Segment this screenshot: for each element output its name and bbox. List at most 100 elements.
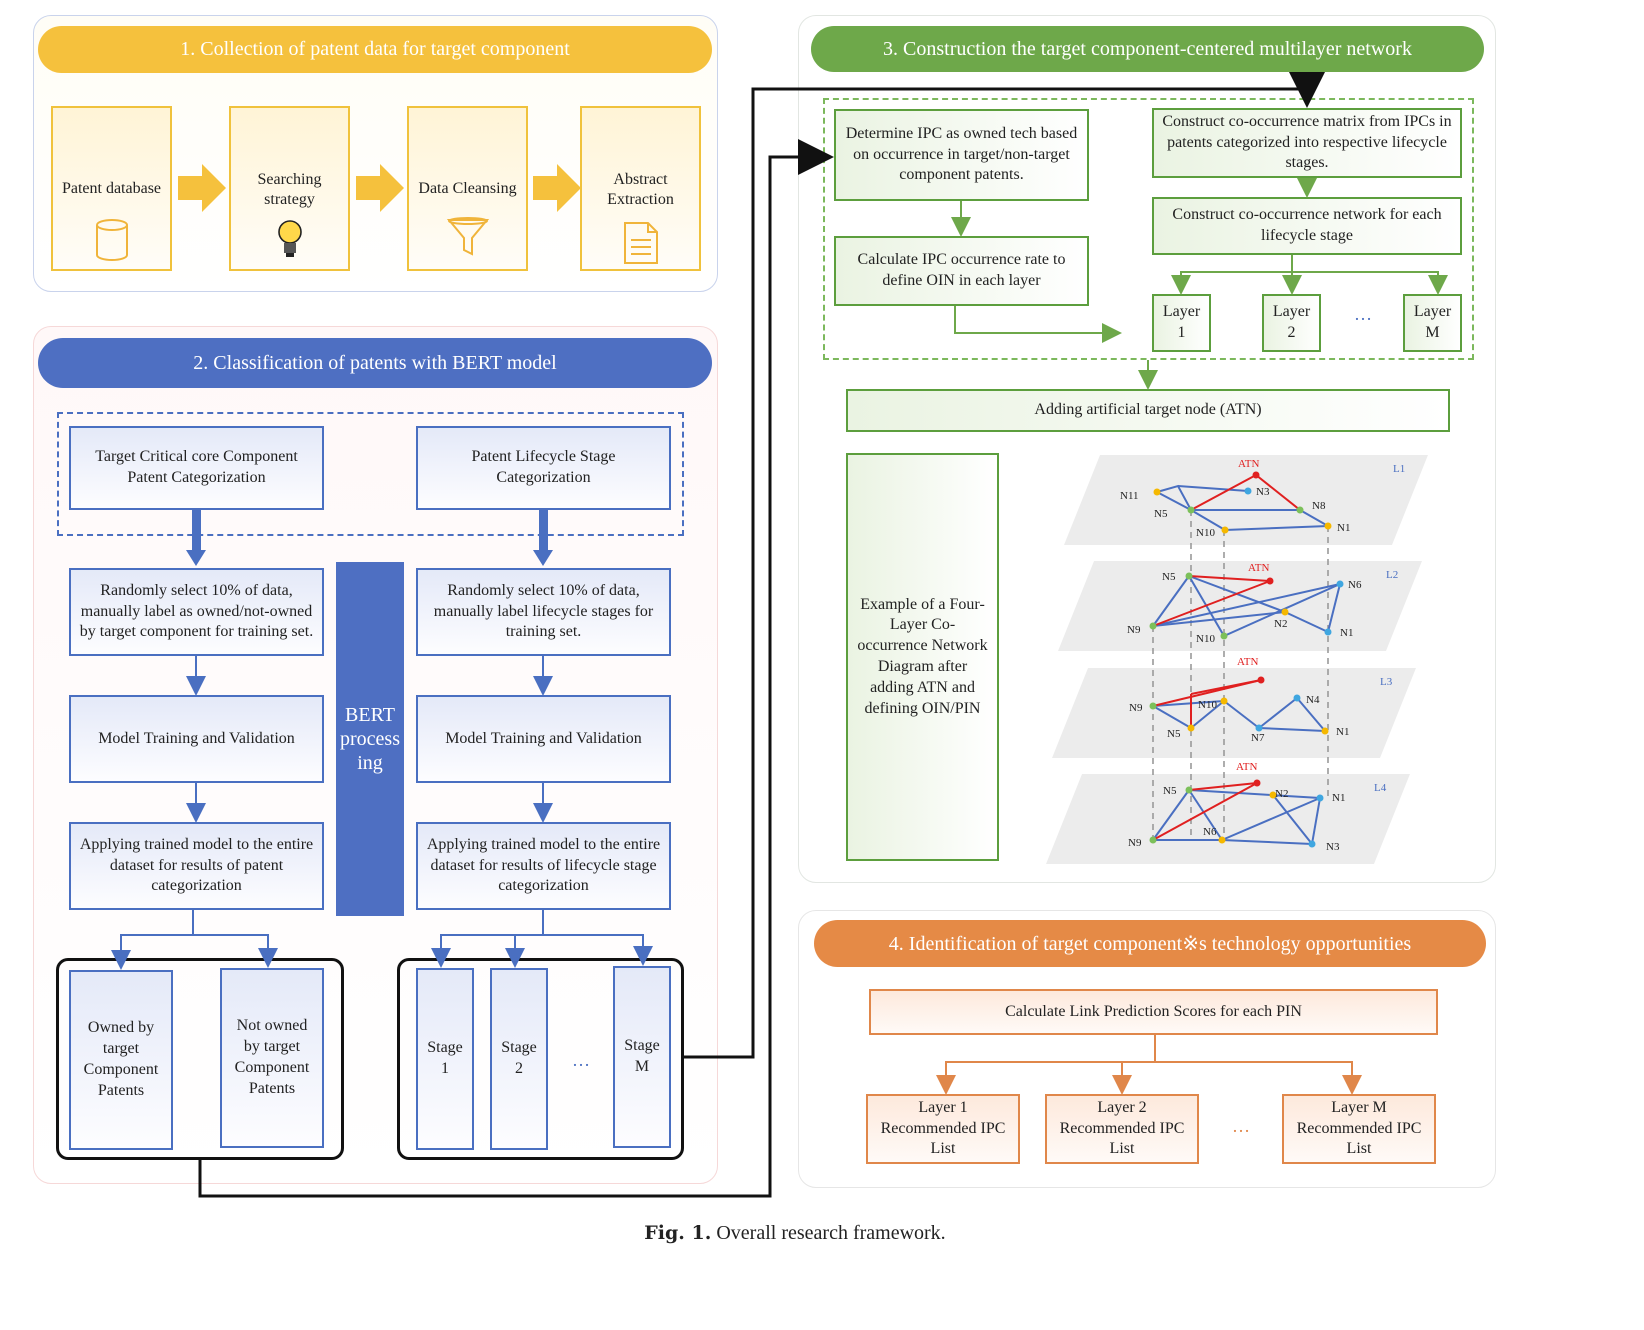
section4-title: 4. Identification of target component※s … [814, 920, 1486, 967]
node-label: N10 [1196, 527, 1215, 539]
left-step-apply: Applying trained model to the entire dat… [69, 822, 324, 910]
node-label: N5 [1167, 728, 1181, 740]
document-icon [623, 222, 658, 264]
stage-2: Stage 2 [490, 968, 548, 1150]
yellow-arrows [178, 164, 581, 212]
atn-label: ATN [1237, 656, 1258, 668]
node-label: N5 [1162, 571, 1176, 583]
not-owned-patents: Not owned by target Component Patents [220, 968, 324, 1148]
node-label: N7 [1251, 732, 1265, 744]
layer-label: L3 [1380, 676, 1393, 688]
layer-2-box: Layer 2 [1262, 294, 1321, 352]
node-label: N9 [1129, 702, 1143, 714]
layer-label: L1 [1393, 463, 1405, 475]
layer-label: L4 [1374, 782, 1387, 794]
example-box: Example of a Four-Layer Co-occurrence Ne… [846, 453, 999, 861]
owned-patents: Owned by target Component Patents [69, 970, 173, 1150]
node-label: N1 [1337, 522, 1350, 534]
caption-label: Fig. 1. [644, 1222, 712, 1244]
blue-arrows [111, 656, 653, 970]
green-arrows [951, 178, 1448, 390]
layer-m-recommended: Layer M Recommended IPC List [1282, 1094, 1436, 1164]
left-step-train: Model Training and Validation [69, 695, 324, 783]
network-box: Construct co-occurrence network for each… [1152, 197, 1462, 255]
oin-box: Calculate IPC occurrence rate to define … [834, 236, 1089, 306]
atn-label: ATN [1248, 562, 1269, 574]
stage-1: Stage 1 [416, 968, 474, 1150]
node-label: N1 [1332, 792, 1345, 804]
node-label: N3 [1256, 486, 1270, 498]
right-step-train: Model Training and Validation [416, 695, 671, 783]
left-step-label-data: Randomly select 10% of data, manually la… [69, 568, 324, 656]
database-icon [95, 219, 128, 261]
node-label: N6 [1203, 826, 1217, 838]
step-data-cleansing: Data Cleansing [407, 106, 528, 271]
node-label: N10 [1196, 633, 1215, 645]
layer-1-box: Layer 1 [1152, 294, 1211, 352]
funnel-icon [446, 217, 489, 256]
step-label: Abstract Extraction [607, 171, 674, 208]
caption-text: Overall research framework. [716, 1222, 946, 1244]
node-label: N2 [1275, 788, 1288, 800]
atn-label: ATN [1236, 761, 1257, 773]
node-label: N10 [1198, 699, 1217, 711]
layer-4 [1149, 779, 1324, 848]
node-label: N3 [1326, 841, 1340, 853]
node-label: N5 [1154, 508, 1168, 520]
section3-title: 3. Construction the target component-cen… [811, 26, 1484, 72]
section2-title: 2. Classification of patents with BERT m… [38, 338, 712, 388]
layer-2-recommended: Layer 2 Recommended IPC List [1045, 1094, 1199, 1164]
node-label: N1 [1340, 627, 1353, 639]
node-label: N8 [1312, 500, 1326, 512]
inter-layer-links [1152, 510, 1329, 840]
network-construction-group [823, 98, 1474, 360]
node-label: N4 [1306, 694, 1320, 706]
left-header: Target Critical core Component Patent Ca… [69, 426, 324, 510]
layer-label: L2 [1386, 569, 1398, 581]
layer-m-box: Layer M [1403, 294, 1462, 352]
node-label: N9 [1128, 837, 1142, 849]
right-step-label-data: Randomly select 10% of data, manually la… [416, 568, 671, 656]
lightbulb-icon [277, 220, 302, 257]
link-prediction-box: Calculate Link Prediction Scores for eac… [869, 989, 1438, 1035]
node-label: N9 [1127, 624, 1141, 636]
figure-caption: Fig. 1. Overall research framework. [0, 1222, 1590, 1245]
stage-m: Stage M [613, 966, 671, 1148]
right-step-apply: Applying trained model to the entire dat… [416, 822, 671, 910]
layer-1 [1153, 471, 1332, 534]
bert-label: BERT processing [340, 704, 400, 774]
owned-tech-box: Determine IPC as owned tech based on occ… [834, 109, 1089, 201]
orange-arrows [936, 1035, 1362, 1095]
step-label: Patent database [61, 180, 162, 197]
right-header: Patent Lifecycle Stage Categorization [416, 426, 671, 510]
multilayer-network-diagram: L1 ATN N11 N3 N8 N5 N10 N1 L2 ATN N5 N6 … [1046, 455, 1428, 864]
layer-3 [1149, 676, 1329, 735]
categorization-group [57, 412, 684, 536]
ownership-output-group [56, 958, 344, 1160]
section1-title: 1. Collection of patent data for target … [38, 26, 712, 73]
node-label: N6 [1348, 579, 1362, 591]
thick-blue-arrows [186, 510, 553, 566]
layer-1-recommended: Layer 1 Recommended IPC List [866, 1094, 1020, 1164]
layer-2 [1149, 572, 1344, 640]
cross-section-arrows [198, 72, 1325, 1198]
node-label: N11 [1120, 490, 1139, 502]
step-patent-database: Patent database [51, 106, 172, 271]
node-label: N1 [1336, 726, 1349, 738]
layer-ellipsis: … [1354, 304, 1372, 324]
matrix-box: Construct co-occurrence matrix from IPCs… [1152, 108, 1462, 178]
bert-processing-bar: BERT processing [336, 562, 404, 916]
step-label: Searching strategy [257, 171, 322, 208]
stage-ellipsis: … [572, 1050, 590, 1070]
step-abstract-extraction: Abstract Extraction [580, 106, 701, 271]
step-label: Data Cleansing [418, 180, 517, 197]
atn-label: ATN [1238, 458, 1259, 470]
step-searching-strategy: Searching strategy [229, 106, 350, 271]
node-label: N2 [1274, 618, 1287, 630]
node-label: N5 [1163, 785, 1177, 797]
recommended-ellipsis: … [1232, 1116, 1250, 1136]
atn-box: Adding artificial target node (ATN) [846, 389, 1450, 432]
stage-output-group [397, 958, 684, 1160]
node-labels: L1 ATN N11 N3 N8 N5 N10 N1 L2 ATN N5 N6 … [1120, 458, 1405, 853]
